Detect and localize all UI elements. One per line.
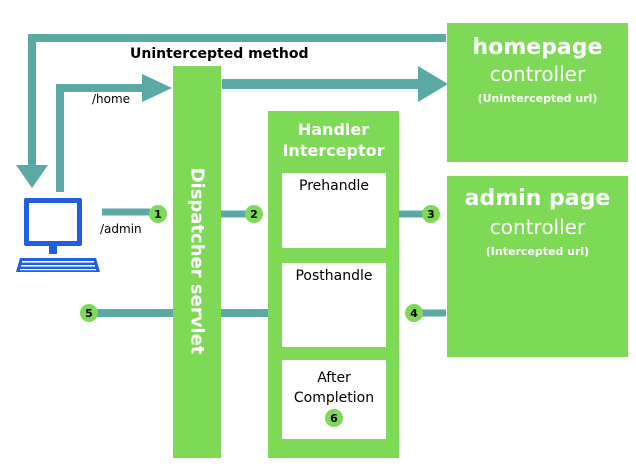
step-badge-5: 5	[80, 304, 98, 322]
homepage-title: homepage	[472, 35, 603, 60]
homepage-controller-box: homepage controller (Unintercepted url)	[447, 23, 628, 162]
step-badge-4: 4	[405, 304, 423, 322]
dispatcher-label: Dispatcher servlet	[186, 167, 208, 355]
homepage-subtitle: controller	[489, 62, 586, 86]
step-badge-2: 2	[245, 205, 263, 223]
admin-controller-box: admin page controller (Intercepted url)	[447, 176, 628, 357]
admin-title: admin page	[464, 186, 611, 211]
step-badge-1: 1	[149, 205, 167, 223]
admin-subtitle: controller	[489, 215, 586, 239]
step-badge-3: 3	[422, 205, 440, 223]
computer-icon	[16, 198, 100, 272]
after-label: After	[317, 370, 351, 386]
step-badge-6: 6	[325, 409, 343, 427]
after-completion-box: After Completion	[282, 360, 386, 439]
unintercepted-return-arrowhead	[16, 165, 48, 188]
posthandle-label: Posthandle	[295, 268, 373, 284]
dispatcher-servlet-bar: Dispatcher servlet	[173, 66, 221, 458]
completion-label: Completion	[293, 390, 375, 406]
handler-interceptor-panel: Handler Interceptor Prehandle Posthandle…	[268, 111, 399, 458]
posthandle-box: Posthandle	[282, 263, 386, 347]
home-path-label: /home	[92, 92, 131, 106]
admin-path-label: /admin	[100, 222, 142, 236]
prehandle-label: Prehandle	[299, 178, 369, 194]
prehandle-box: Prehandle	[282, 173, 386, 248]
unintercepted-return-arrow	[28, 34, 446, 170]
home-request-arrow	[56, 84, 145, 192]
handler-title-line-2: Interceptor	[282, 141, 385, 160]
unintercepted-method-label: Unintercepted method	[130, 46, 309, 62]
handler-title-line-1: Handler	[297, 120, 370, 139]
admin-note: (Intercepted url)	[485, 245, 590, 258]
homepage-note: (Unintercepted url)	[477, 92, 598, 105]
